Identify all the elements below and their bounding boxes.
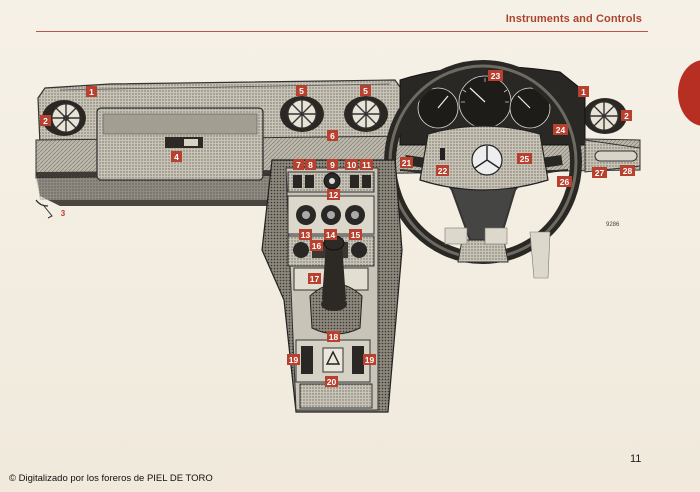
svg-text:17: 17 <box>310 274 320 284</box>
svg-text:26: 26 <box>560 177 570 187</box>
figure-part-code: 9286 <box>606 222 620 228</box>
scan-credit: © Digitalizado por los foreros de PIEL D… <box>9 473 213 484</box>
callout-10: 10 <box>345 159 358 170</box>
svg-text:13: 13 <box>301 230 311 240</box>
callout-27: 27 <box>592 167 607 178</box>
section-heading: Instruments and Controls <box>505 13 642 25</box>
svg-text:28: 28 <box>623 166 633 176</box>
callout-25: 25 <box>517 153 532 164</box>
svg-text:10: 10 <box>347 160 357 170</box>
callout-2a: 2 <box>40 115 51 126</box>
callout-19b: 19 <box>363 354 376 365</box>
callout-28: 28 <box>620 165 635 176</box>
svg-text:18: 18 <box>329 332 339 342</box>
callout-4: 4 <box>171 151 182 162</box>
callout-22: 22 <box>436 165 449 176</box>
svg-text:2: 2 <box>624 111 629 121</box>
svg-text:12: 12 <box>329 190 339 200</box>
callout-17: 17 <box>308 273 321 284</box>
callout-3: 3 <box>61 209 66 218</box>
callout-24: 24 <box>553 124 568 135</box>
callout-23: 23 <box>488 70 503 81</box>
callout-9: 9 <box>327 159 338 170</box>
svg-text:23: 23 <box>491 71 501 81</box>
svg-text:7: 7 <box>296 160 301 170</box>
callout-8: 8 <box>305 159 316 170</box>
callout-26: 26 <box>557 176 572 187</box>
page-number: 11 <box>630 453 642 465</box>
svg-text:2: 2 <box>43 116 48 126</box>
svg-text:1: 1 <box>581 87 586 97</box>
svg-text:19: 19 <box>289 355 299 365</box>
callout-6: 6 <box>327 130 338 141</box>
svg-text:20: 20 <box>327 377 337 387</box>
svg-text:19: 19 <box>365 355 375 365</box>
callout-21: 21 <box>400 157 413 168</box>
callout-19a: 19 <box>287 354 300 365</box>
callout-1a: 1 <box>86 86 97 97</box>
callout-15: 15 <box>349 229 362 240</box>
section-thumb-tab <box>678 60 700 126</box>
callout-markers: 1 1 2 2 3 4 5 5 6 7 8 9 10 11 12 13 14 1… <box>40 70 635 387</box>
callout-5a: 5 <box>296 85 307 96</box>
svg-text:25: 25 <box>520 154 530 164</box>
callout-18: 18 <box>327 331 340 342</box>
svg-text:15: 15 <box>351 230 361 240</box>
svg-text:5: 5 <box>299 86 304 96</box>
callout-1b: 1 <box>578 86 589 97</box>
callout-14: 14 <box>324 229 337 240</box>
callout-11: 11 <box>360 159 373 170</box>
callout-20: 20 <box>325 376 338 387</box>
svg-text:6: 6 <box>330 131 335 141</box>
callout-13: 13 <box>299 229 312 240</box>
callout-7: 7 <box>293 159 304 170</box>
svg-text:4: 4 <box>174 152 179 162</box>
svg-text:11: 11 <box>362 160 371 170</box>
svg-text:8: 8 <box>308 160 313 170</box>
callout-5b: 5 <box>360 85 371 96</box>
header-rule <box>36 31 648 32</box>
svg-text:1: 1 <box>89 87 94 97</box>
svg-text:16: 16 <box>312 241 322 251</box>
callout-16: 16 <box>310 240 323 251</box>
callout-12: 12 <box>327 189 340 200</box>
svg-text:24: 24 <box>556 125 566 135</box>
svg-text:3: 3 <box>61 209 66 218</box>
svg-text:9: 9 <box>330 160 335 170</box>
svg-text:14: 14 <box>326 230 336 240</box>
svg-text:5: 5 <box>363 86 368 96</box>
callout-2b: 2 <box>621 110 632 121</box>
svg-text:22: 22 <box>438 166 448 176</box>
svg-text:27: 27 <box>595 168 605 178</box>
svg-text:21: 21 <box>402 158 412 168</box>
